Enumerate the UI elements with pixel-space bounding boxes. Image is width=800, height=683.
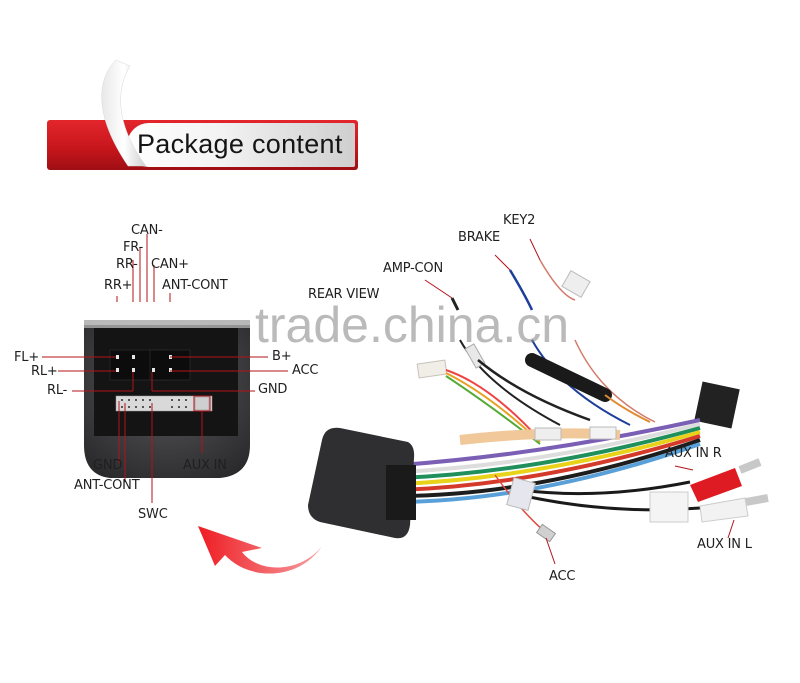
pin-label-gnd-bottom: GND [93,458,123,473]
banner-title: Package content [137,129,343,159]
label-key2: KEY2 [503,213,536,228]
connector-pinout-diagram [10,234,310,503]
pin-label-fl-plus: FL+ [14,350,40,365]
label-brake: BRAKE [458,230,501,245]
pin-label-can-minus: CAN- [131,223,163,238]
curved-arrow-icon [198,526,322,574]
package-content-banner: Package content [47,120,358,170]
pin-label-ant-cont-bottom: ANT-CONT [74,478,140,493]
label-aux-in-l: AUX IN L [697,537,752,552]
label-acc-harness: ACC [549,569,576,584]
pin-label-acc-left: ACC [292,363,319,378]
pin-label-swc: SWC [138,507,168,522]
page-curl-decoration [101,59,147,167]
pin-label-can-plus: CAN+ [151,257,189,272]
label-aux-in-r: AUX IN R [665,446,722,461]
pin-label-rl-plus: RL+ [31,364,58,379]
pin-label-aux-in: AUX IN [183,458,227,473]
label-amp-con: AMP-CON [383,261,443,276]
pin-label-rl-minus: RL- [47,383,68,398]
banner-silver-plate [127,123,355,167]
label-rear-view: REAR VIEW [308,287,380,302]
watermark-text: trade.china.cn [255,297,570,353]
pin-label-ant-cont-top: ANT-CONT [162,278,228,293]
pin-label-rr-minus: RR- [116,257,138,272]
pin-label-gnd-right: GND [258,382,288,397]
wiring-harness-photo [308,238,769,565]
pin-label-fr-minus: FR- [123,240,144,255]
pin-label-b-plus: B+ [272,349,292,364]
pin-label-rr-plus: RR+ [104,278,133,293]
